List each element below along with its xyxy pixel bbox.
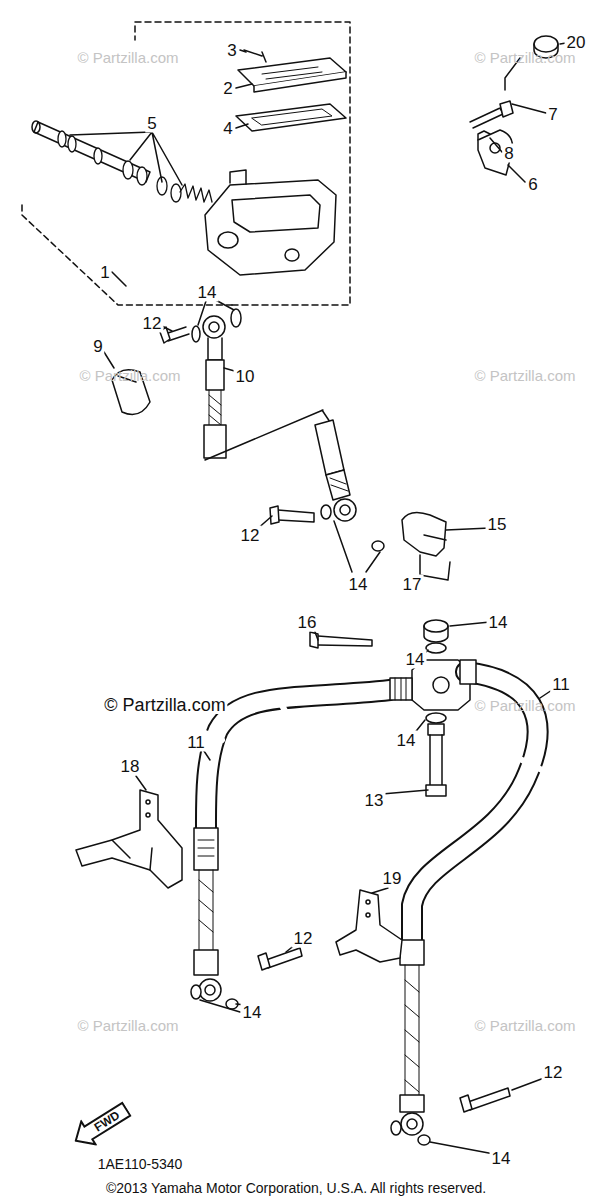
callout-number: 14 bbox=[490, 1149, 513, 1168]
watermark: © Partzilla.com bbox=[474, 50, 575, 65]
callout-number: 14 bbox=[241, 1003, 264, 1022]
diagram-code: 1AE110-5340 bbox=[96, 1156, 185, 1172]
watermark: © Partzilla.com bbox=[102, 696, 227, 714]
callout-number: 14 bbox=[404, 650, 427, 669]
callout-number: 12 bbox=[292, 929, 315, 948]
callout-number: 9 bbox=[91, 337, 104, 356]
callout-number: 8 bbox=[502, 144, 515, 163]
watermark: © Partzilla.com bbox=[77, 1018, 178, 1033]
callout-number: 14 bbox=[487, 613, 510, 632]
watermark: © Partzilla.com bbox=[474, 698, 575, 713]
direction-arrow: FWD bbox=[67, 1096, 135, 1154]
callout-number: 6 bbox=[526, 175, 539, 194]
callout-number: 18 bbox=[119, 757, 142, 776]
watermark: © Partzilla.com bbox=[79, 368, 180, 383]
callout-number: 5 bbox=[145, 114, 158, 133]
callout-number: 4 bbox=[221, 119, 234, 138]
callout-number: 12 bbox=[239, 526, 262, 545]
callout-number: 13 bbox=[363, 791, 386, 810]
callout-number: 11 bbox=[185, 733, 207, 752]
callout-number: 19 bbox=[381, 869, 404, 888]
callout-number: 16 bbox=[296, 613, 319, 632]
copyright-note: ©2013 Yamaha Motor Corporation, U.S.A. A… bbox=[106, 1181, 486, 1195]
callout-number: 12 bbox=[542, 1063, 565, 1082]
callout-number: 14 bbox=[347, 575, 370, 594]
callout-number: 7 bbox=[546, 105, 559, 124]
callout-number: 1 bbox=[98, 263, 111, 282]
callout-number: 11 bbox=[550, 675, 572, 694]
callout-number: 14 bbox=[395, 731, 418, 750]
watermark: © Partzilla.com bbox=[474, 1018, 575, 1033]
callout-number: 2 bbox=[221, 79, 234, 98]
callout-number: 17 bbox=[401, 575, 424, 594]
callout-number: 3 bbox=[225, 41, 238, 60]
watermark: © Partzilla.com bbox=[474, 368, 575, 383]
callout-number: 12 bbox=[141, 314, 164, 333]
watermark: © Partzilla.com bbox=[77, 50, 178, 65]
callout-number: 10 bbox=[234, 367, 257, 386]
callout-number: 14 bbox=[196, 283, 219, 302]
callout-number: 15 bbox=[486, 515, 509, 534]
